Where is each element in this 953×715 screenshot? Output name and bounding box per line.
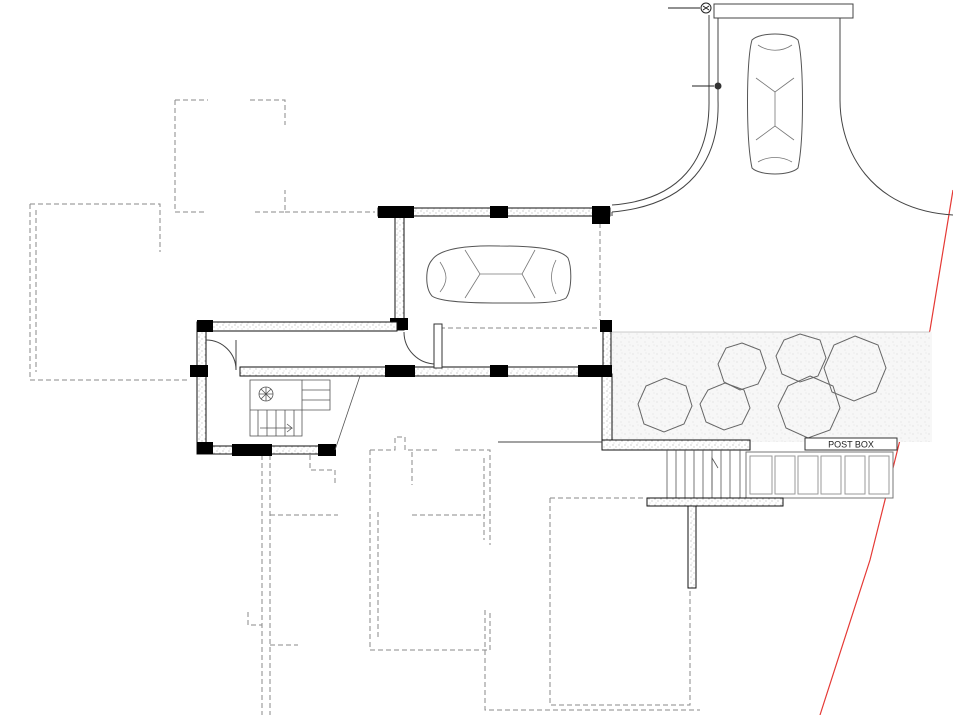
entry-steps xyxy=(666,450,741,498)
house-doors xyxy=(205,323,443,371)
post-box xyxy=(804,437,898,451)
house-walls xyxy=(190,320,612,456)
existing-structures-dashed xyxy=(29,99,700,715)
garage-walls xyxy=(377,206,612,375)
interior-stair xyxy=(249,375,361,451)
car-garage xyxy=(426,245,572,304)
lamp-post-middle xyxy=(692,82,722,90)
driveway-curve-left xyxy=(611,15,719,213)
landing-slab xyxy=(646,497,784,507)
retaining-wall-vertical xyxy=(601,373,613,451)
misc-site-lines xyxy=(498,212,613,443)
parking-bays xyxy=(745,451,894,499)
gate-beam xyxy=(713,3,854,19)
driveway-curve-right xyxy=(839,18,953,216)
post-box-label: POST BOX xyxy=(828,440,874,450)
car-driveway xyxy=(747,33,803,175)
garden-area xyxy=(612,332,932,442)
landing-wall xyxy=(687,505,697,589)
lamp-post-top xyxy=(668,2,712,14)
retaining-wall-horizontal xyxy=(601,439,751,451)
driveway-curve-left-inner xyxy=(611,15,710,206)
